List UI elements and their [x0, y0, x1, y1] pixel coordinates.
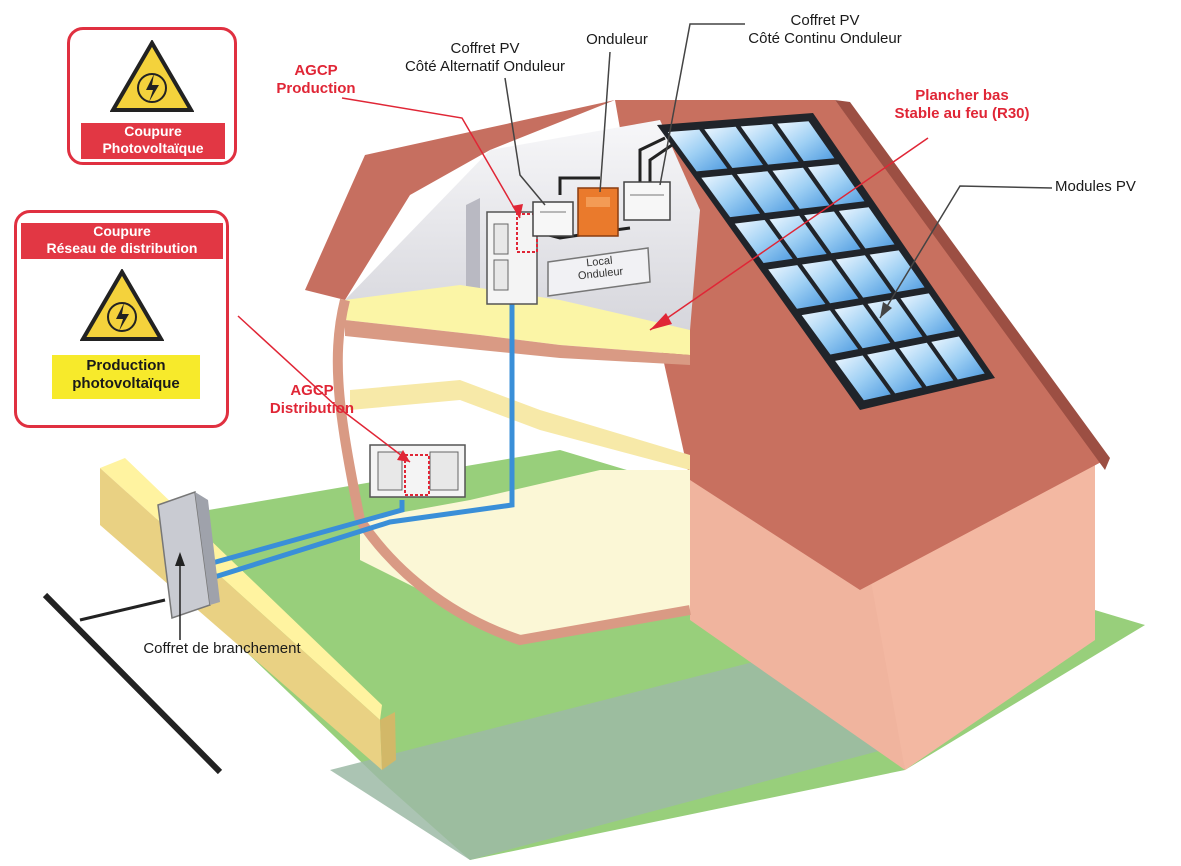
coffret-pv-alternatif-label: Coffret PV Côté Alternatif Onduleur: [404, 40, 566, 75]
pv-module-cells: [667, 121, 985, 401]
pv-cell: [667, 129, 728, 172]
pv-cell: [701, 174, 761, 218]
pv-cell: [734, 219, 793, 263]
pv-cell: [736, 171, 795, 214]
pv-cell: [931, 336, 985, 380]
agcp-distribution-label: AGCP Distribution: [269, 382, 355, 417]
arrow-head-branchement: [175, 552, 185, 566]
grid-cutoff-bar: Coupure Réseau de distribution: [21, 223, 223, 259]
boundary-wall-end: [380, 712, 396, 770]
modules-pv-label: Modules PV: [1055, 178, 1136, 195]
pv-cell: [867, 349, 923, 394]
roof-left: [305, 100, 615, 300]
grid-cutoff-panel: Coupure Réseau de distribution Productio…: [14, 210, 229, 428]
upper-floor: [345, 285, 690, 355]
service-connection-box: [157, 490, 220, 620]
pv-cell: [801, 310, 859, 355]
onduleur-label: Onduleur: [586, 31, 648, 48]
electrical-hazard-warning-icon: [80, 269, 164, 341]
pv-cell: [835, 355, 891, 401]
grid-supply-cable: [42, 592, 223, 775]
middle-floor: [350, 380, 690, 470]
pv-cell: [802, 260, 859, 304]
pv-cell: [808, 164, 865, 205]
pv-cell: [867, 299, 923, 343]
pv-cell: [835, 255, 892, 298]
inverter-unit: [577, 187, 619, 237]
pv-cell: [772, 167, 830, 209]
pv-cell: [740, 124, 799, 165]
pv-cell: [777, 121, 835, 162]
coffret-branchement-label: Coffret de branchement: [143, 640, 301, 657]
pv-cell: [834, 304, 891, 349]
upper-electrical-panel: [486, 211, 538, 305]
callout-lines: [179, 23, 1053, 640]
pv-cell: [704, 126, 764, 168]
blue-cables: [204, 300, 515, 583]
ac-pv-box: [532, 201, 574, 237]
dc-pv-box: [623, 181, 671, 221]
coffret-pv-continu-label: Coffret PV Côté Continu Onduleur: [748, 12, 902, 47]
pv-cell: [900, 293, 955, 336]
pv-cell: [838, 207, 895, 249]
pv-cell: [869, 250, 925, 293]
lower-electrical-panel: [369, 444, 466, 498]
plancher-bas-label: Plancher bas Stable au feu (R30): [894, 87, 1030, 122]
pv-cell: [768, 265, 826, 309]
arrow-head-agcp-production: [512, 204, 523, 218]
arrow-head-plancher: [650, 313, 672, 330]
inverter-room-box: [547, 247, 651, 297]
electrical-hazard-warning-icon: [110, 40, 194, 112]
arrow-head-agcp-distribution: [397, 450, 410, 462]
agcp-production-label: AGCP Production: [276, 62, 356, 97]
pv-cutoff-bar: Coupure Photovoltaïque: [81, 123, 225, 159]
pv-cell: [769, 215, 827, 259]
pv-production-bar: Production photovoltaïque: [52, 355, 200, 399]
pv-cutoff-panel: Coupure Photovoltaïque: [67, 27, 237, 165]
garden-path: [330, 650, 920, 860]
roof-edge: [835, 100, 1110, 470]
pv-cell: [804, 211, 861, 254]
arrow-head-modules: [880, 302, 892, 318]
upper-floor-edge: [345, 320, 690, 365]
pv-cell: [899, 342, 954, 387]
